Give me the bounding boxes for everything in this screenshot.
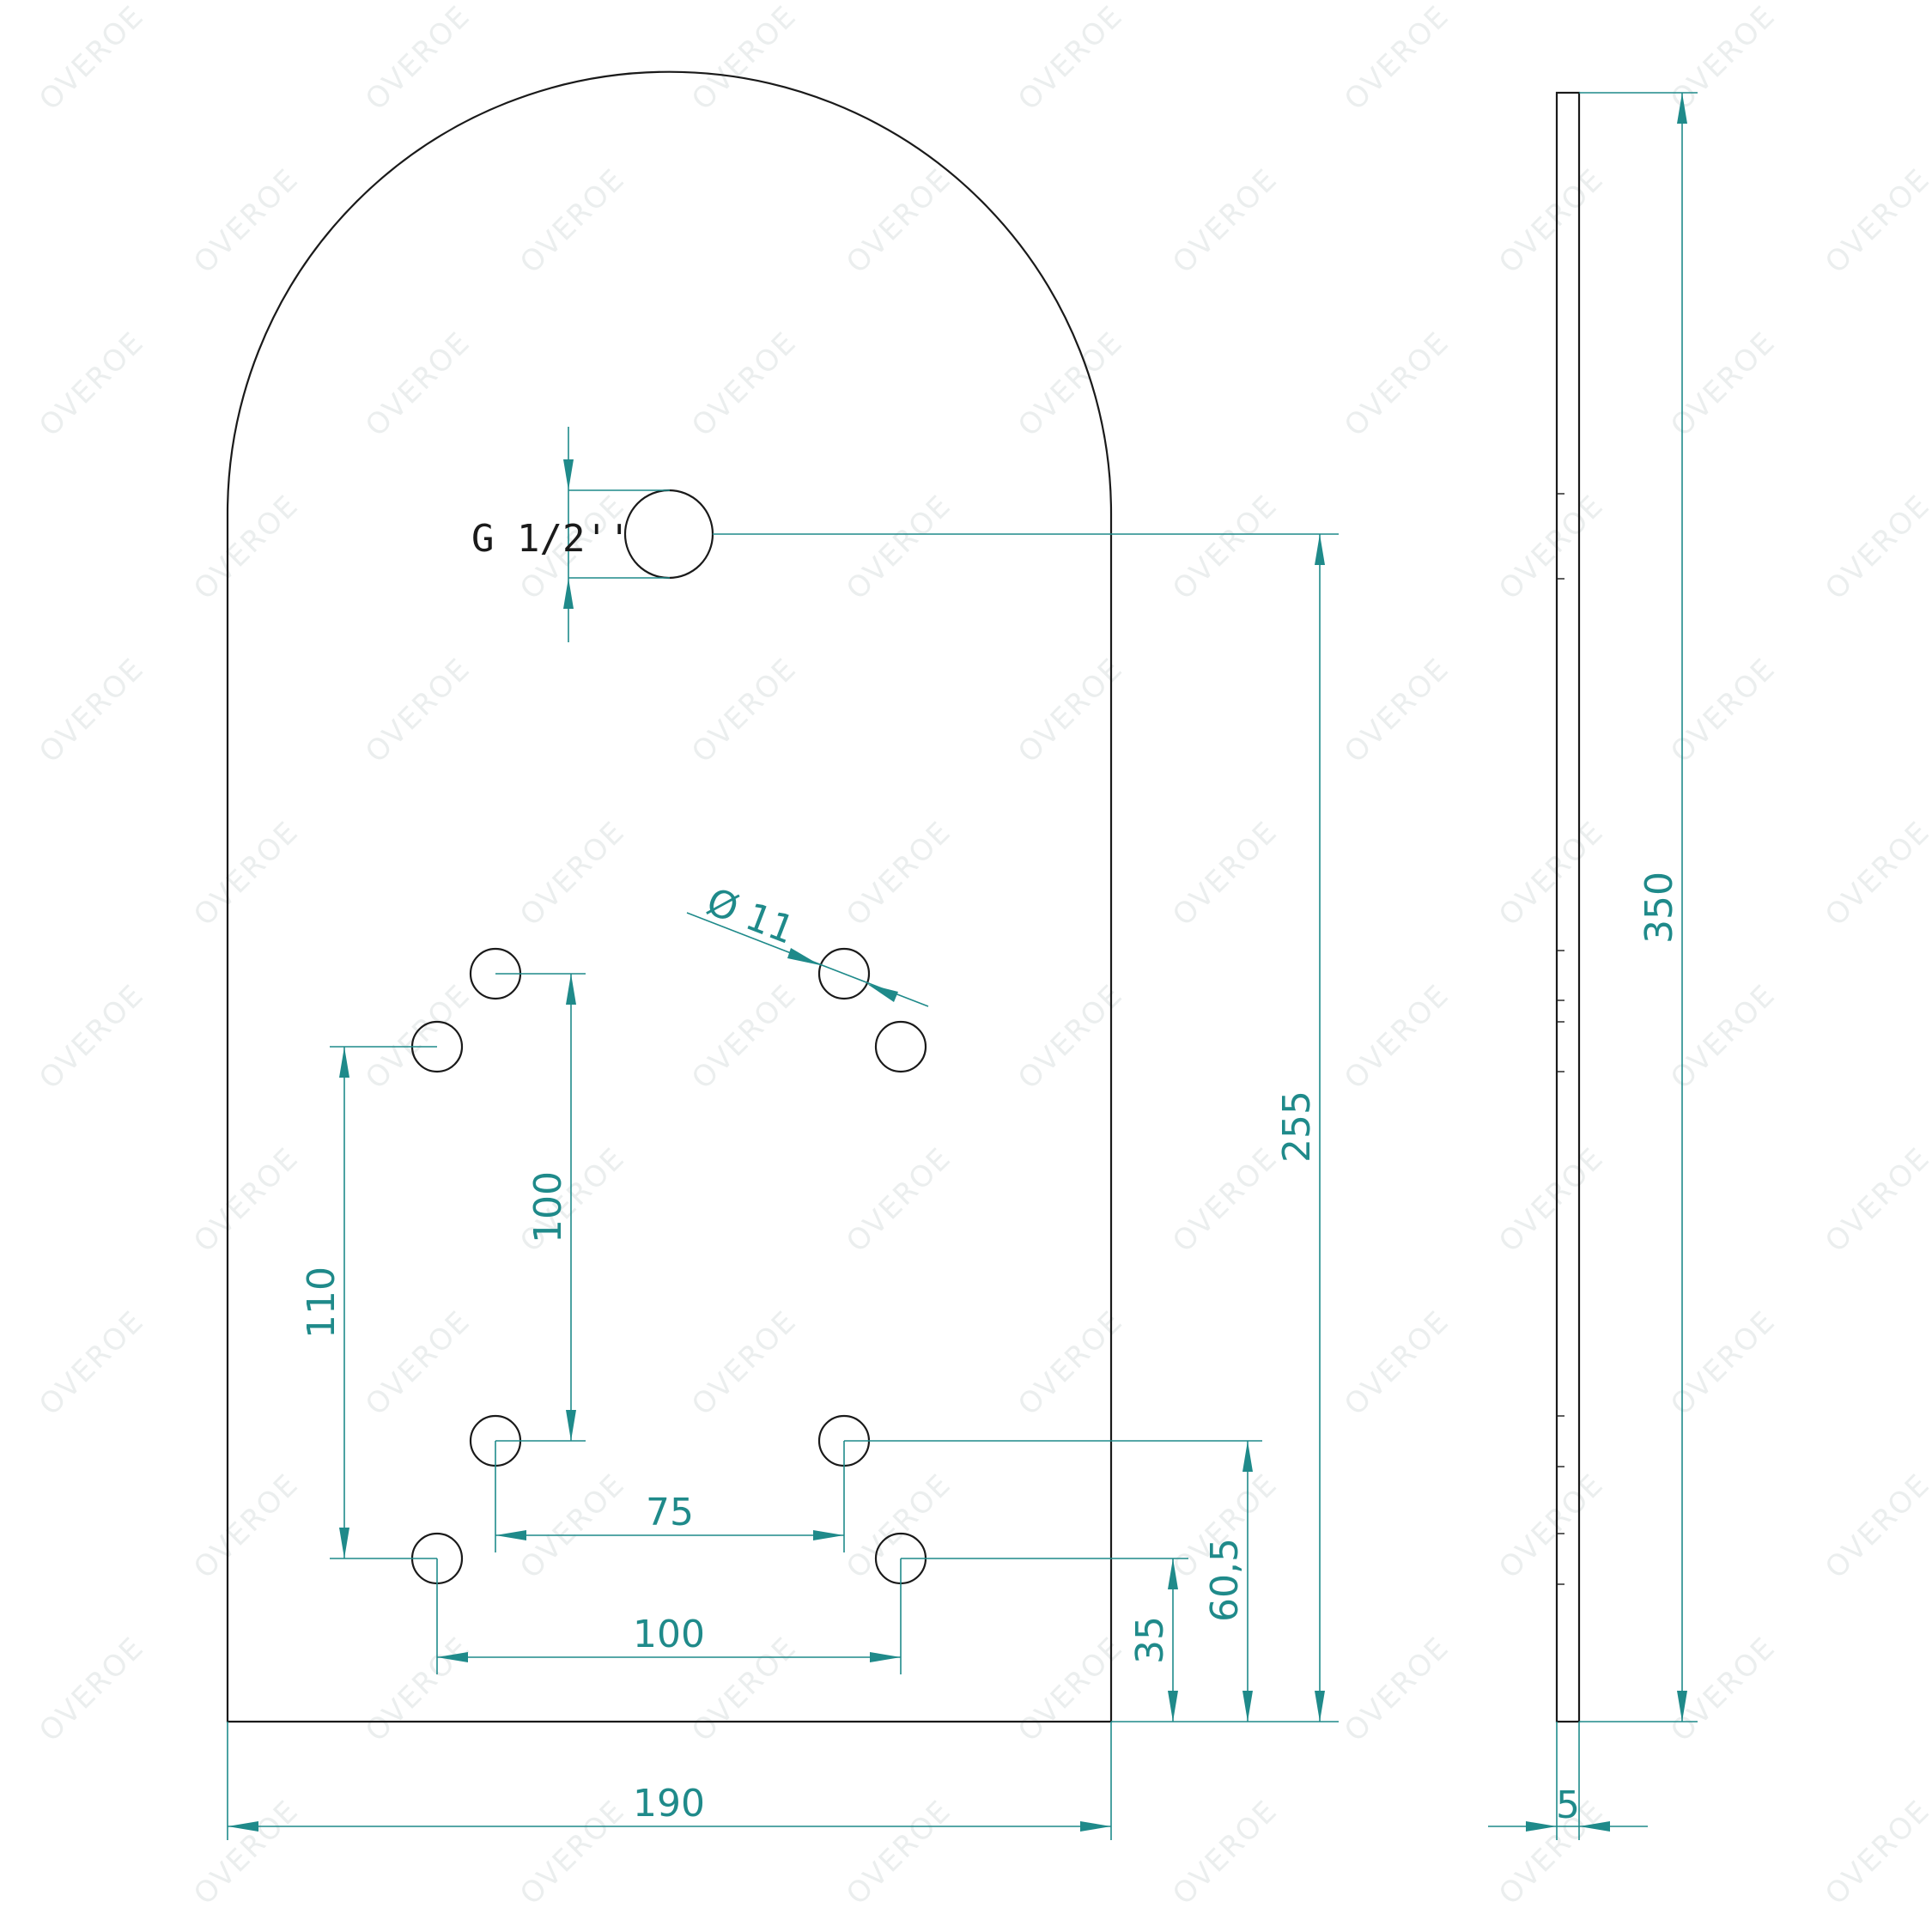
diameter-label: Ø 11	[701, 880, 800, 953]
outer-horizontal-spacing-dimension	[436, 1558, 902, 1674]
upper-vertical-spacing-dimension	[495, 973, 586, 1442]
width-dimension	[227, 1722, 1112, 1840]
thread-height-dimension	[713, 533, 1339, 1722]
inner-row-height-dimension	[844, 1440, 1262, 1722]
outer-row-height-label: 35	[1128, 1616, 1172, 1664]
side-view-hidden-lines	[1557, 493, 1564, 1585]
side-view-outline	[1555, 91, 1581, 1723]
plate-outline	[226, 70, 1113, 1723]
width-label: 190	[633, 1782, 705, 1826]
outer-row-height-dimension	[901, 1558, 1188, 1722]
thickness-dimension	[1488, 1722, 1648, 1840]
upper-vertical-spacing-label: 100	[526, 1171, 570, 1243]
thread-height-label: 255	[1275, 1091, 1319, 1163]
thread-dimension	[563, 427, 670, 642]
mounting-hole-upper-right	[817, 947, 871, 1000]
thickness-label: 5	[1556, 1783, 1580, 1827]
lower-vertical-spacing-dimension	[330, 1046, 437, 1559]
thread-hole	[623, 489, 714, 580]
inner-horizontal-spacing-label: 75	[646, 1491, 694, 1534]
total-height-dimension	[1579, 92, 1698, 1722]
outer-horizontal-spacing-label: 100	[633, 1613, 705, 1656]
inner-row-height-label: 60,5	[1203, 1538, 1247, 1622]
diameter-dimension	[686, 912, 929, 1007]
total-height-label: 350	[1637, 872, 1681, 944]
mounting-hole-upper-right-outer	[874, 1020, 927, 1073]
inner-horizontal-spacing-dimension	[495, 1441, 845, 1552]
thread-label: G 1/2''	[471, 517, 630, 561]
watermark-pattern	[33, 0, 1932, 1912]
lower-vertical-spacing-label: 110	[300, 1267, 343, 1339]
